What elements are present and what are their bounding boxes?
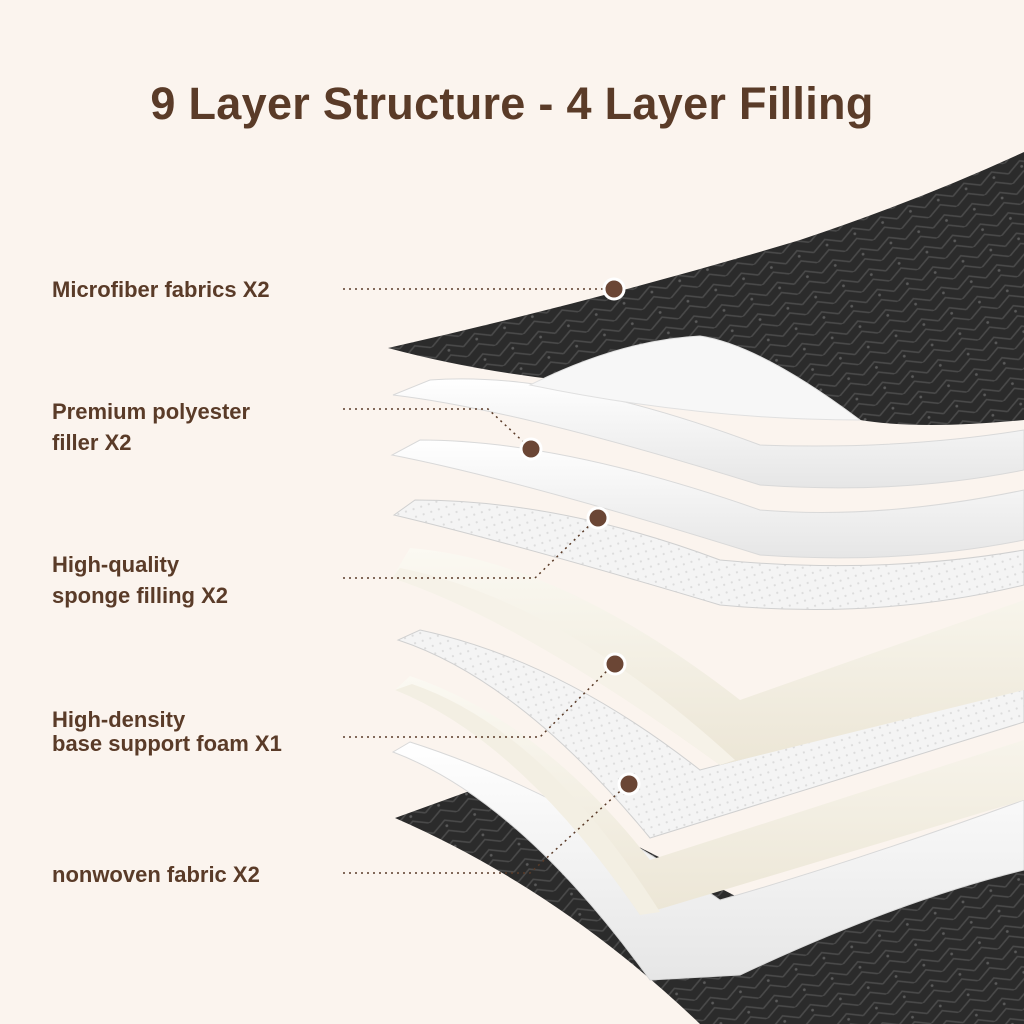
leader-line-2 — [343, 408, 531, 449]
sponge-layer-1 — [392, 499, 1024, 610]
base-foam-layer — [395, 676, 1024, 915]
curl-underside — [528, 335, 862, 421]
leader-line-5 — [343, 783, 629, 874]
marker-dot-5 — [617, 772, 641, 796]
marker-dot-2 — [519, 437, 543, 461]
label-sponge: High-quality sponge filling X2 — [52, 552, 229, 608]
leader-line-3 — [343, 517, 598, 579]
label-base-foam: High-density base support foam X1 — [52, 707, 282, 756]
thick-foam-layer — [392, 548, 1024, 765]
marker-dot-1 — [602, 277, 626, 301]
label-microfiber: Microfiber fabrics X2 — [52, 277, 270, 302]
label-polyester: Premium polyester filler X2 — [52, 399, 251, 455]
marker-dot-3 — [586, 506, 610, 530]
marker-dot-4 — [603, 652, 627, 676]
sponge-layer-2 — [396, 629, 1024, 839]
top-fabric-layer — [388, 152, 1024, 425]
page-title: 9 Layer Structure - 4 Layer Filling — [150, 78, 874, 129]
label-nonwoven: nonwoven fabric X2 — [52, 862, 260, 887]
